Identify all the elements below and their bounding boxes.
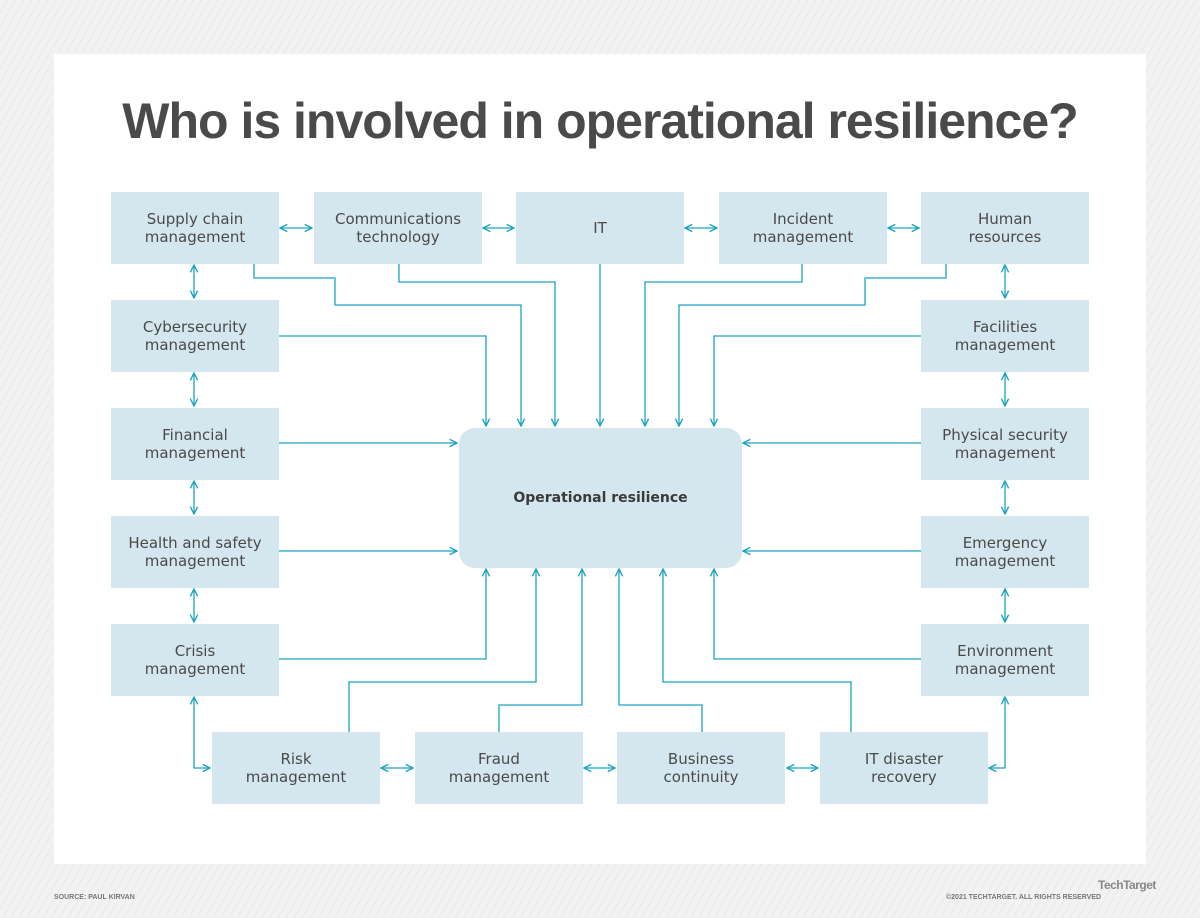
connector-arrow bbox=[679, 263, 947, 426]
top-node: Supply chain management bbox=[111, 192, 279, 264]
bidirectional-connector bbox=[989, 697, 1005, 768]
right-node: Emergency management bbox=[921, 516, 1089, 588]
operational-resilience-node: Operational resilience bbox=[459, 428, 742, 568]
techtarget-logo: TechTarget bbox=[1098, 878, 1156, 892]
connector-arrow bbox=[398, 263, 555, 426]
bidirectional-connector bbox=[194, 697, 210, 768]
connector-arrow bbox=[619, 569, 703, 732]
right-node: Facilities management bbox=[921, 300, 1089, 372]
connector-arrow bbox=[714, 569, 921, 660]
left-node: Health and safety management bbox=[111, 516, 279, 588]
top-node: Human resources bbox=[921, 192, 1089, 264]
connector-arrow bbox=[663, 569, 852, 732]
connector-arrow bbox=[645, 263, 803, 426]
left-node: Crisis management bbox=[111, 624, 279, 696]
connector-arrow bbox=[278, 335, 486, 426]
source-note: SOURCE: PAUL KIRVAN bbox=[54, 894, 135, 901]
connector-arrow bbox=[714, 335, 921, 426]
bottom-node: Business continuity bbox=[617, 732, 785, 804]
left-node: Cybersecurity management bbox=[111, 300, 279, 372]
bottom-node: Risk management bbox=[212, 732, 380, 804]
top-node: IT bbox=[516, 192, 684, 264]
top-node: Incident management bbox=[719, 192, 887, 264]
right-node: Environment management bbox=[921, 624, 1089, 696]
page-title: Who is involved in operational resilienc… bbox=[122, 93, 1078, 149]
bottom-node: IT disaster recovery bbox=[820, 732, 988, 804]
connector-arrow bbox=[498, 569, 582, 732]
connector-arrow bbox=[278, 569, 486, 660]
bottom-node: Fraud management bbox=[415, 732, 583, 804]
connector-arrow bbox=[253, 263, 521, 426]
copyright: ©2021 TECHTARGET. ALL RIGHTS RESERVED bbox=[946, 894, 1102, 901]
top-node: Communications technology bbox=[314, 192, 482, 264]
connector-arrow bbox=[348, 569, 536, 732]
left-node: Financial management bbox=[111, 408, 279, 480]
right-node: Physical security management bbox=[921, 408, 1089, 480]
